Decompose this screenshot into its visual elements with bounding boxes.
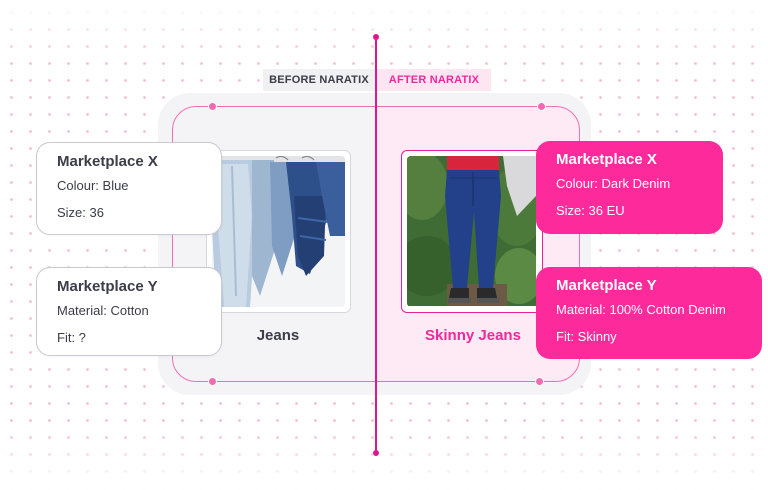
card-title: Marketplace Y [57, 278, 158, 295]
tab-before-naratix: BEFORE NARATIX [263, 69, 375, 91]
product-label-before: Jeans [256, 327, 300, 344]
marketplace-x-card-after: Marketplace X Colour: Dark Denim Size: 3… [536, 141, 723, 234]
tab-after-naratix: AFTER NARATIX [377, 69, 491, 91]
product-label-after: Skinny Jeans [425, 327, 521, 344]
card-title: Marketplace X [57, 153, 158, 170]
divider-bottom-cap [373, 450, 379, 456]
product-photo-after [401, 150, 543, 313]
card-attribute-material: Material: Cotton [57, 303, 149, 318]
before-after-divider [375, 37, 377, 455]
card-title: Marketplace X [556, 151, 657, 168]
frame-node-top-right [537, 102, 546, 111]
card-attribute-fit: Fit: Skinny [556, 329, 617, 344]
card-attribute-fit: Fit: ? [57, 330, 86, 345]
marketplace-y-card-after: Marketplace Y Material: 100% Cotton Deni… [536, 267, 762, 359]
skinny-jeans-model-image [407, 156, 537, 307]
card-attribute-size: Size: 36 [57, 205, 104, 220]
frame-node-bottom-left [208, 377, 217, 386]
card-attribute-colour: Colour: Blue [57, 178, 129, 193]
card-title: Marketplace Y [556, 277, 657, 294]
marketplace-x-card-before: Marketplace X Colour: Blue Size: 36 [36, 142, 222, 235]
frame-node-top-left [208, 102, 217, 111]
card-attribute-colour: Colour: Dark Denim [556, 176, 671, 191]
product-photo-before [206, 150, 351, 313]
background-fade-top [0, 0, 768, 60]
divider-top-cap [373, 34, 379, 40]
background-fade-bottom [0, 430, 768, 490]
jeans-on-hangers-image [212, 156, 345, 307]
card-attribute-size: Size: 36 EU [556, 203, 625, 218]
card-attribute-material: Material: 100% Cotton Denim [556, 302, 726, 317]
marketplace-y-card-before: Marketplace Y Material: Cotton Fit: ? [36, 267, 222, 356]
frame-node-bottom-right [535, 377, 544, 386]
